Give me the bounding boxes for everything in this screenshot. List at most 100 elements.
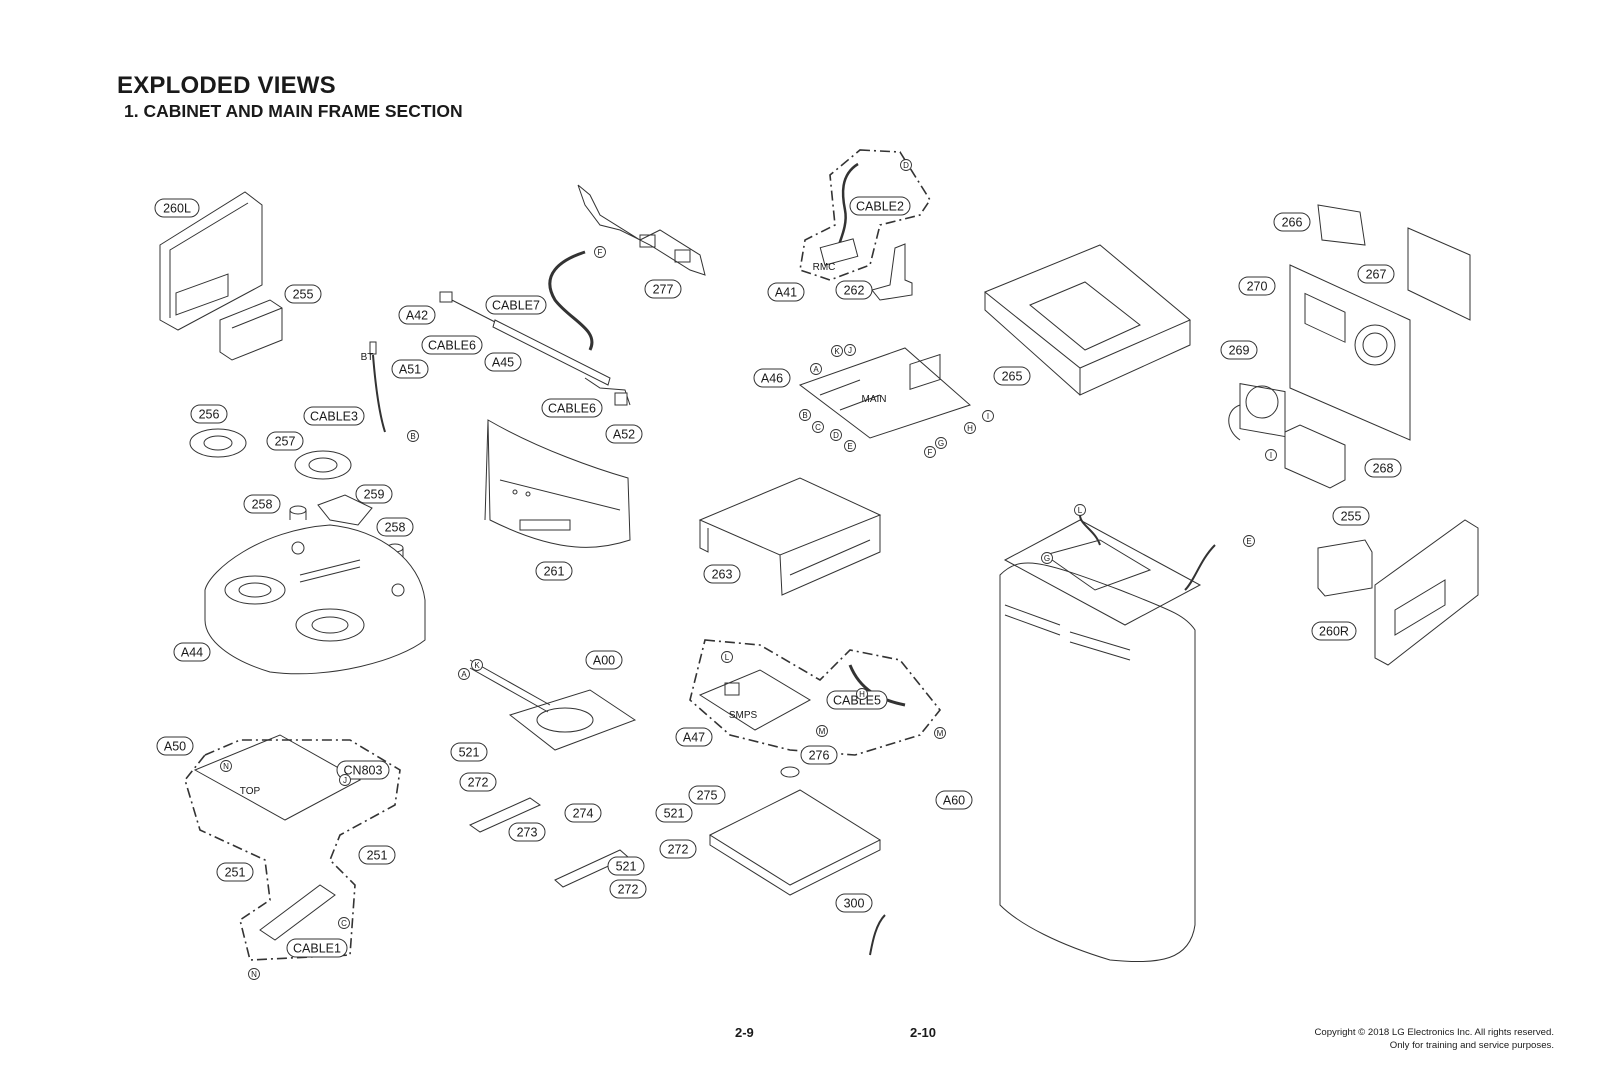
part-A41-drawing [819, 238, 859, 266]
connector-mark: M [934, 727, 946, 739]
part-label-bubble [800, 745, 838, 765]
part-label: 255 [284, 284, 322, 304]
copyright-line: Copyright © 2018 LG Electronics Inc. All… [1314, 1027, 1554, 1038]
part-label: 260R [1311, 621, 1357, 641]
connector-mark: C [338, 917, 350, 929]
connector-mark-circle [812, 421, 824, 433]
part-label-bubble [835, 893, 873, 913]
part-label-bubble [835, 280, 873, 300]
part-265-drawing [984, 244, 1191, 396]
part-label-text: CABLE2 [856, 200, 904, 214]
part-label-bubble [1311, 621, 1357, 641]
part-label: CABLE6 [541, 398, 603, 418]
connector-mark-circle [248, 968, 260, 980]
connector-mark: J [339, 774, 351, 786]
part-label-bubble [336, 760, 390, 780]
part-A00-drawing [469, 659, 637, 751]
part-label-text: A60 [943, 794, 965, 808]
connector-mark: B [799, 409, 811, 421]
usage-note: Only for training and service purposes. [1389, 1040, 1554, 1051]
connector-mark-text: B [802, 411, 807, 420]
part-label-text: 251 [367, 849, 388, 863]
part-label-bubble [609, 879, 647, 899]
part-label: 266 [1273, 212, 1311, 232]
part-labels-layer: 260L255CABLE7277A42CABLE6A45A51CABLE3CAB… [154, 196, 1402, 958]
board-label: SMPS [729, 710, 758, 721]
part-275-drawing [708, 789, 882, 896]
part-label-bubble [398, 305, 436, 325]
part-label: 272 [609, 879, 647, 899]
connector-mark-text: N [223, 762, 229, 771]
connector-mark: F [924, 446, 936, 458]
connector-mark-circle [831, 345, 843, 357]
connector-mark-text: F [928, 448, 933, 457]
part-label-bubble [607, 856, 645, 876]
connector-mark-circle [1074, 504, 1086, 516]
part-267-drawing [1407, 227, 1471, 321]
part-label-text: A00 [593, 654, 615, 668]
part-label: A47 [675, 727, 713, 747]
cable2-drawing [836, 162, 859, 249]
part-label: 272 [459, 772, 497, 792]
part-label: A00 [585, 650, 623, 670]
connector-mark-circle [856, 688, 868, 700]
connector-mark: C [812, 421, 824, 433]
part-270-drawing [1289, 264, 1411, 441]
part-label-bubble [190, 404, 228, 424]
part-255-right-drawing [1317, 539, 1373, 597]
connector-mark: F [594, 246, 606, 258]
connector-mark-circle [844, 344, 856, 356]
part-273-drawing [468, 797, 542, 833]
connector-mark: H [964, 422, 976, 434]
part-A50-drawing [193, 734, 362, 821]
part-label: 255 [1332, 506, 1370, 526]
part-label-text: 521 [459, 746, 480, 760]
connector-mark: D [830, 429, 842, 441]
connector-mark-text: G [938, 439, 944, 448]
part-label-text: CABLE6 [548, 402, 596, 416]
part-label-text: 255 [1341, 510, 1362, 524]
part-A60-drawing [999, 514, 1216, 963]
part-label: 251 [358, 845, 396, 865]
connector-mark-text: K [474, 661, 480, 670]
connector-mark-text: H [967, 424, 973, 433]
part-269-drawing [1228, 383, 1286, 441]
part-label-bubble [358, 845, 396, 865]
part-label-bubble [535, 561, 573, 581]
connector-mark-circle [721, 651, 733, 663]
connector-mark-circle [816, 725, 828, 737]
connector-mark-circle [471, 659, 483, 671]
connector-mark: A [810, 363, 822, 375]
part-256-drawing [189, 428, 247, 458]
part-label-bubble [216, 862, 254, 882]
connector-mark: N [220, 760, 232, 772]
part-label-text: CN803 [344, 764, 383, 778]
connector-mark-circle [338, 917, 350, 929]
part-label-text: 300 [844, 897, 865, 911]
part-label-bubble [688, 785, 726, 805]
part-label-text: 258 [252, 498, 273, 512]
part-label: 258 [243, 494, 281, 514]
part-label-bubble [156, 736, 194, 756]
part-label-text: 261 [544, 565, 565, 579]
connector-mark-text: E [1246, 537, 1251, 546]
part-label-bubble [286, 938, 348, 958]
connector-mark-circle [810, 363, 822, 375]
part-label: 272 [659, 839, 697, 859]
connector-mark-circle [830, 429, 842, 441]
connector-mark: K [471, 659, 483, 671]
part-263-drawing [698, 477, 882, 596]
connector-mark: L [1074, 504, 1086, 516]
board-label: RMC [813, 262, 836, 273]
part-label-text: 277 [653, 283, 674, 297]
part-label-text: 275 [697, 789, 718, 803]
connector-mark-text: E [847, 442, 852, 451]
part-label-text: 260L [163, 202, 191, 216]
part-label-bubble [585, 650, 623, 670]
part-260L-drawing [159, 191, 263, 331]
connector-mark-circle [900, 159, 912, 171]
part-label-bubble [993, 366, 1031, 386]
part-label-bubble [753, 368, 791, 388]
part-A46-drawing [798, 347, 971, 439]
